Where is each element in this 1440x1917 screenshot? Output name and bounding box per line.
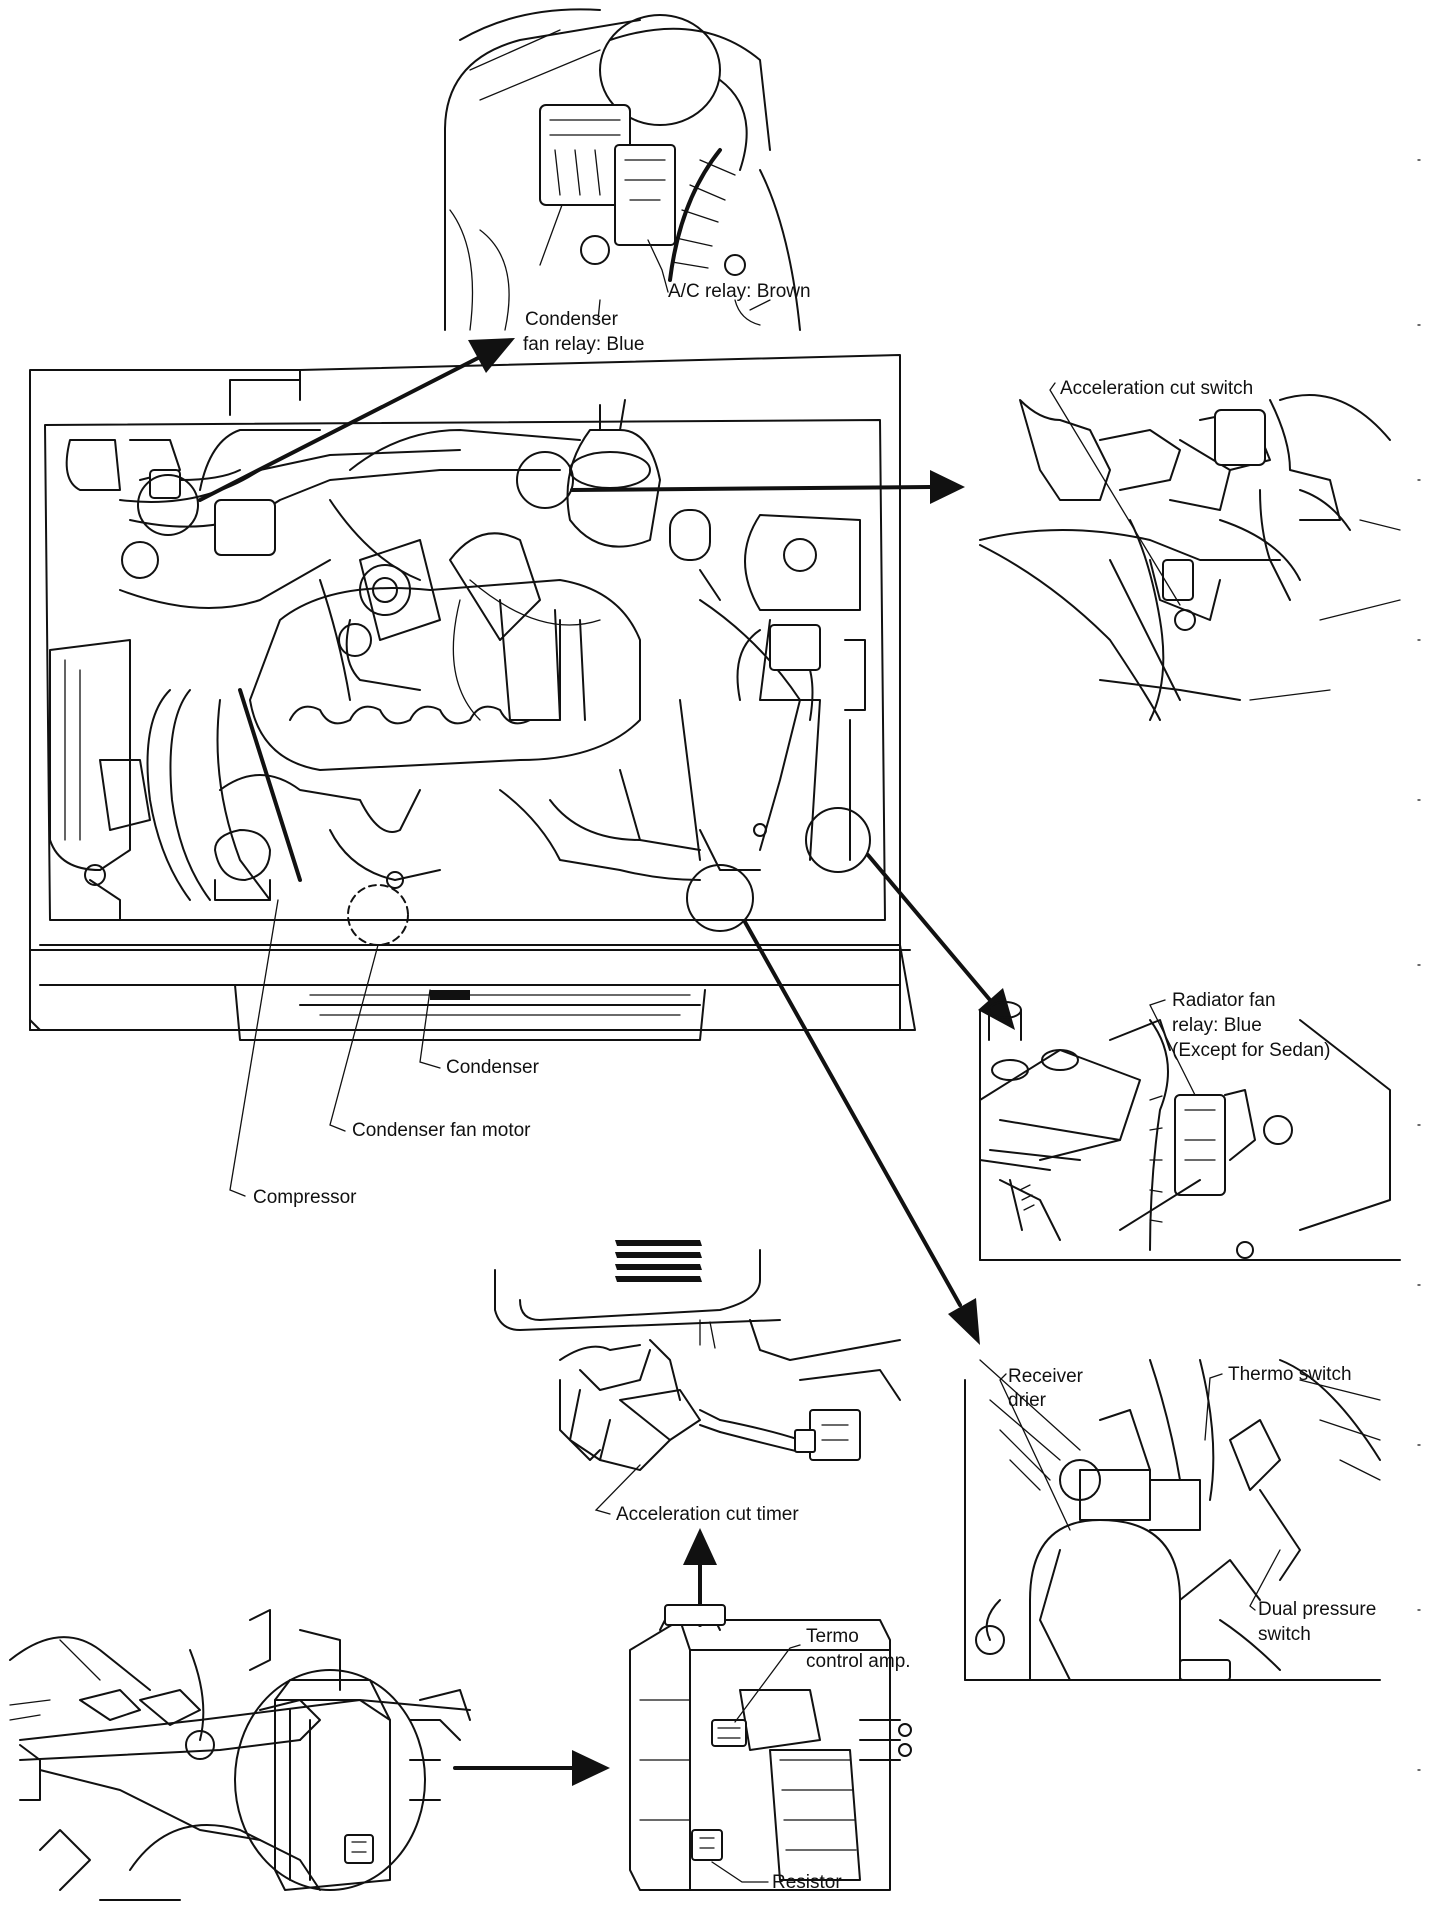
- acceleration-cut-switch-leader: [1049, 382, 1181, 606]
- cooling-unit-inset-drawing: [629, 1604, 912, 1891]
- ac-relay-label: A/C relay: Brown: [668, 281, 811, 302]
- resistor-leader: [711, 1861, 769, 1883]
- radiator-fan-relay-label-line3: (Except for Sedan): [1172, 1040, 1330, 1061]
- condenser-fan-relay-leader: [539, 204, 601, 321]
- acceleration-cut-switch-label: Acceleration cut switch: [1060, 378, 1253, 399]
- termo-control-amp-leader: [734, 1644, 801, 1723]
- radiator-fan-relay-leader: [1149, 999, 1196, 1096]
- thermo-switch-label: Thermo switch: [1228, 1364, 1352, 1385]
- radiator-fan-relay-label-line1: Radiator fan: [1172, 990, 1276, 1011]
- dashboard-inset-drawing: [9, 1609, 471, 1901]
- acceleration-cut-timer-inset-drawing: [494, 1240, 901, 1471]
- termo-control-amp-label-line2: control amp.: [806, 1651, 911, 1672]
- condenser-fan-motor-leader: [329, 944, 379, 1132]
- receiver-drier-inset-drawing: [964, 1359, 1381, 1681]
- condenser-fan-motor-callout: [347, 884, 409, 946]
- receiver-drier-callout: [686, 864, 754, 932]
- condenser-fan-relay-callout: [137, 474, 199, 536]
- dual-pressure-switch-label-line1: Dual pressure: [1258, 1599, 1376, 1620]
- vent-grille: [615, 1240, 702, 1282]
- resistor-label: Resistor: [772, 1872, 842, 1893]
- radiator-fan-relay-inset-drawing: [979, 1001, 1401, 1261]
- condenser-fan-relay-label-line2: fan relay: Blue: [523, 334, 644, 355]
- cooling-unit-callout: [234, 1669, 426, 1891]
- arrow-to-acceleration-cut-switch: [570, 470, 965, 504]
- radiator-fan-relay-label-line2: relay: Blue: [1172, 1015, 1262, 1036]
- termo-control-amp-label-line1: Termo: [806, 1626, 859, 1647]
- arrow-to-thermo-control-amp: [453, 1750, 610, 1786]
- radiator-fan-relay-callout: [805, 807, 871, 873]
- compressor-leader: [229, 899, 279, 1197]
- arrow-to-relay-inset: [198, 338, 515, 502]
- condenser-fan-motor-label: Condenser fan motor: [352, 1120, 531, 1141]
- edge-marks: [1417, 159, 1421, 1771]
- dual-pressure-switch-leader: [1249, 1549, 1281, 1611]
- thermo-switch-leader: [1204, 1373, 1223, 1441]
- dual-pressure-switch-label-line2: switch: [1258, 1624, 1311, 1645]
- receiver-drier-label-line1: Receiver: [1008, 1366, 1084, 1387]
- acceleration-cut-switch-callout: [516, 451, 574, 509]
- acceleration-cut-timer-label: Acceleration cut timer: [616, 1504, 799, 1525]
- receiver-drier-label-line2: drier: [1008, 1390, 1047, 1411]
- compressor-label: Compressor: [253, 1187, 357, 1208]
- condenser-fan-relay-label-line1: Condenser: [525, 309, 619, 330]
- arrow-to-receiver-drier: [743, 920, 980, 1345]
- arrow-to-radiator-fan-relay: [866, 853, 1015, 1030]
- engine-bay-drawing: [29, 354, 916, 1041]
- condenser-leader: [419, 989, 441, 1069]
- ac-relay-leader: [647, 239, 669, 293]
- acceleration-cut-switch-inset-drawing: [979, 394, 1401, 721]
- acceleration-cut-timer-leader: [594, 1464, 641, 1515]
- condenser-label: Condenser: [446, 1057, 540, 1078]
- receiver-drier-leader: [999, 1373, 1071, 1531]
- relay-inset-drawing: [444, 8, 801, 331]
